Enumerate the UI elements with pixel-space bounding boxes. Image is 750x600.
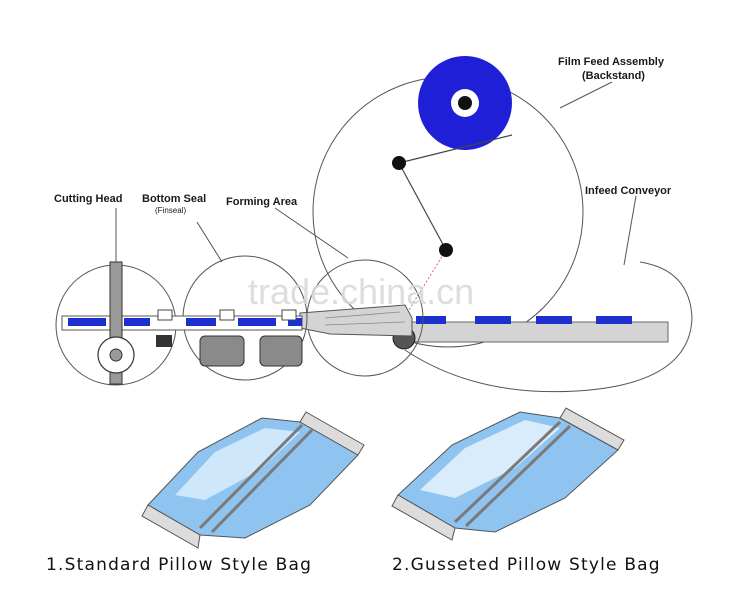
packaged-product: [288, 318, 302, 326]
caption-gusseted-pillow-bag: 2.Gusseted Pillow Style Bag: [392, 555, 661, 575]
conveyor-bed: [404, 321, 669, 343]
product: [416, 316, 446, 324]
product: [475, 316, 511, 324]
caption-standard-pillow-bag: 1.Standard Pillow Style Bag: [46, 555, 313, 575]
leader-bottom-seal: [196, 221, 223, 263]
product: [536, 316, 572, 324]
conveyor-products: [416, 316, 632, 324]
packaged-product: [186, 318, 216, 326]
bottom-seal-rollers: [199, 335, 303, 367]
seal-roller: [259, 335, 303, 367]
seal-guides: [157, 309, 297, 321]
film-web-3: [403, 249, 447, 319]
bag-1-highlight: [175, 428, 300, 500]
seal-roller: [199, 335, 245, 367]
leader-infeed-conveyor: [623, 195, 637, 266]
standard-pillow-bag: [141, 411, 365, 549]
packaged-product: [68, 318, 106, 326]
label-cutting-head: Cutting Head: [54, 193, 122, 205]
cutting-head-assembly: [97, 261, 172, 385]
bag-2-fin-seal: [453, 420, 572, 528]
film-web-1: [398, 134, 513, 164]
bag-1-fin-seal: [198, 423, 314, 534]
film-roll: [418, 56, 512, 150]
seal-guide: [219, 309, 235, 321]
idler-roller-2: [439, 243, 453, 257]
cutting-hub: [109, 348, 123, 362]
packaged-product: [238, 318, 276, 326]
label-film-feed: Film Feed Assembly: [558, 56, 665, 68]
label-film-feed-sub: (Backstand): [582, 70, 645, 82]
label-forming-area: Forming Area: [226, 196, 298, 208]
film-path: [392, 134, 513, 319]
bag-2-end-seal-left: [391, 494, 456, 541]
seal-guide: [157, 309, 173, 321]
seal-guide: [281, 309, 297, 321]
gusseted-pillow-bag: [391, 407, 625, 541]
leader-lines: [115, 81, 637, 266]
product: [596, 316, 632, 324]
tube-products: [68, 318, 302, 326]
packaged-product: [124, 318, 150, 326]
leader-film-feed: [559, 81, 613, 109]
bag-2-end-seal-right: [559, 407, 625, 451]
cutting-sensor: [156, 335, 172, 347]
bag-2-highlight: [420, 420, 560, 498]
film-web-2: [398, 162, 447, 251]
leader-forming-area: [274, 207, 349, 259]
label-bottom-seal: Bottom Seal: [142, 193, 206, 205]
label-infeed-conveyor: Infeed Conveyor: [585, 185, 672, 197]
bag-1-end-seal-left: [141, 504, 201, 549]
forming-box-lines: [324, 311, 406, 326]
watermark: trade.china.cn: [248, 271, 474, 312]
infeed-conveyor-callout: [404, 261, 693, 393]
label-bottom-seal-sub: (Finseal): [155, 206, 186, 215]
film-roll-core: [458, 96, 472, 110]
idler-roller-1: [392, 156, 406, 170]
bag-1-end-seal-right: [299, 411, 365, 456]
